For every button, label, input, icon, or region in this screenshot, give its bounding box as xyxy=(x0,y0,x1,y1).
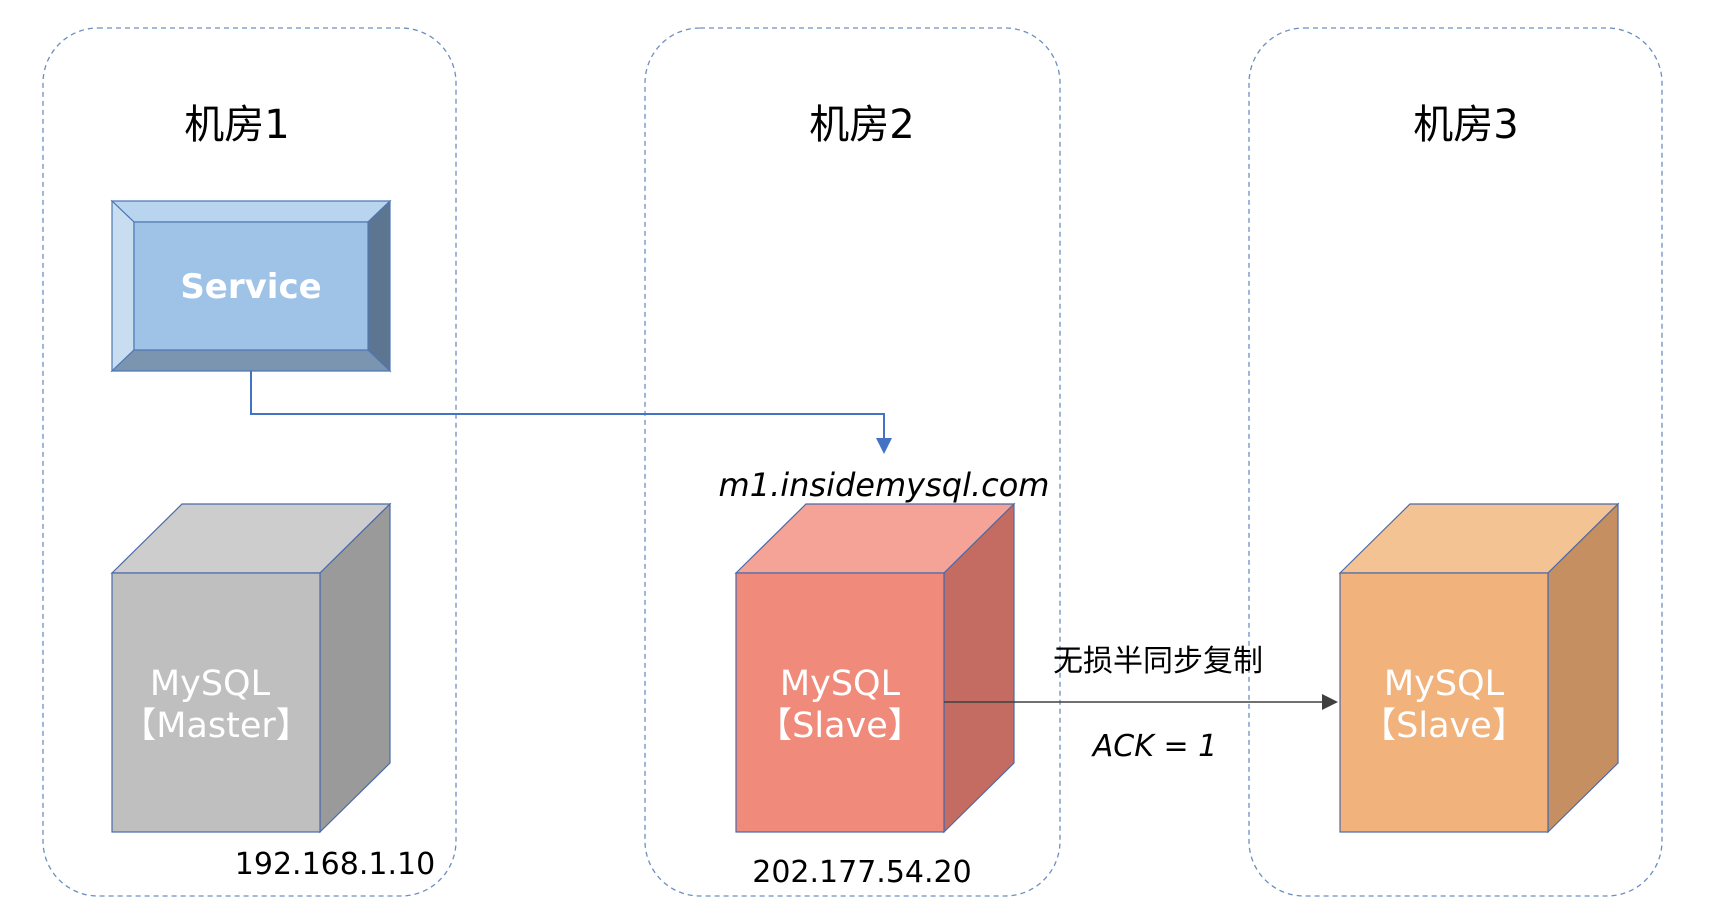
service-connector-arrowhead xyxy=(876,438,892,454)
service-bevel-top xyxy=(110,200,392,223)
slave2-ip: 202.177.54.20 xyxy=(752,855,971,890)
service-bevel-right xyxy=(367,199,391,373)
mysql-slave-cube-room-2: MySQL 【Slave】 xyxy=(734,502,1016,834)
room-1-title: 机房1 xyxy=(184,102,289,148)
slave3-name: MySQL xyxy=(1384,664,1505,704)
mysql-master-cube: MySQL 【Master】 xyxy=(110,502,392,834)
room-3-title: 机房3 xyxy=(1413,102,1518,148)
ack-label: ACK = 1 xyxy=(1091,729,1217,764)
service-bevel-bottom xyxy=(110,349,392,372)
master-cube-front xyxy=(111,572,321,833)
slave3-role: 【Slave】 xyxy=(1361,706,1527,746)
slave3-cube-front xyxy=(1339,572,1549,833)
service-connector-line xyxy=(250,371,885,438)
replication-label: 无损半同步复制 xyxy=(1053,644,1263,679)
master-name: MySQL xyxy=(150,664,271,704)
service-box: Service xyxy=(110,199,392,373)
replication-arrow-head xyxy=(1322,694,1338,710)
service-face xyxy=(133,221,369,351)
slave-domain-label: m1.insidemysql.com xyxy=(719,466,1050,504)
slave2-role: 【Slave】 xyxy=(757,706,923,746)
room-2-container xyxy=(644,27,1061,897)
service-bevel-left xyxy=(111,199,135,373)
service-label: Service xyxy=(180,267,321,307)
master-ip: 192.168.1.10 xyxy=(235,847,435,882)
room-2-title: 机房2 xyxy=(809,102,914,148)
slave2-name: MySQL xyxy=(780,664,901,704)
mysql-slave-cube-room-3: MySQL 【Slave】 xyxy=(1338,502,1620,834)
master-role: 【Master】 xyxy=(121,706,311,746)
room-3-container xyxy=(1248,27,1663,897)
room-1-container xyxy=(42,27,457,897)
